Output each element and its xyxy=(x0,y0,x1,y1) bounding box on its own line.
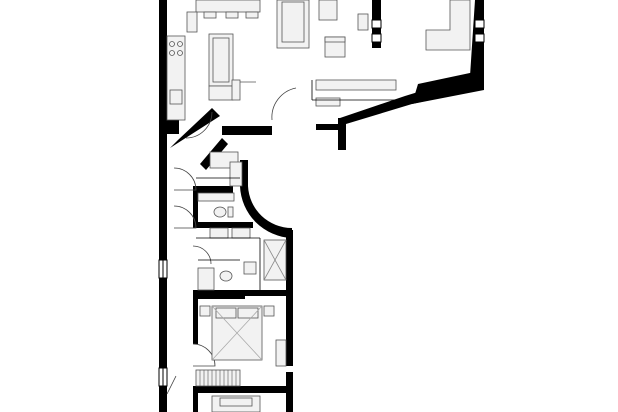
side-table xyxy=(357,13,369,31)
balcony-planter xyxy=(315,97,341,107)
hall-shelf xyxy=(229,161,243,187)
sofa-seat xyxy=(281,1,305,43)
kitchen-cabinet xyxy=(208,85,234,101)
window-column-b xyxy=(371,33,382,43)
bed-1-pillow-a xyxy=(215,307,237,319)
window-column-a xyxy=(371,19,382,29)
bedroom1-right-wall xyxy=(286,296,293,366)
wardrobe-hatching xyxy=(199,370,237,386)
stove-burner-4 xyxy=(177,50,183,56)
dining-chair-2 xyxy=(225,11,239,19)
exterior-wall-left-upper xyxy=(159,0,167,260)
hall-diagonal-wall xyxy=(170,108,220,148)
windows xyxy=(158,19,485,387)
curved-wall xyxy=(240,160,292,238)
bedroom1-top-wall-c xyxy=(245,290,293,296)
furniture xyxy=(166,0,471,412)
balcony-bench xyxy=(315,79,397,91)
washroom-toilet xyxy=(219,270,233,282)
washroom-sink xyxy=(243,261,257,275)
bath-left-wall xyxy=(193,186,198,222)
stove-burner-2 xyxy=(177,41,183,47)
corner-sofa xyxy=(425,0,471,51)
toilet xyxy=(213,206,227,218)
doors xyxy=(166,87,297,395)
door-swing-bedroom2 xyxy=(166,375,177,395)
washroom-top-wall xyxy=(193,222,253,228)
angled-wall-thick-wedge xyxy=(412,70,484,104)
bed-1-pillow-b xyxy=(237,307,259,319)
bedroom1-left-wall xyxy=(193,299,198,344)
kitchen-island-inner xyxy=(212,37,230,83)
bedroom2-right-wall xyxy=(286,372,293,412)
dining-table xyxy=(195,0,261,13)
bath-counter xyxy=(197,192,235,202)
stove-burner-1 xyxy=(169,41,175,47)
bedroom1-bottom-wall xyxy=(193,386,293,393)
balcony-wall-stub xyxy=(316,124,338,130)
door-swing-kitchen xyxy=(185,111,213,139)
armchair-back xyxy=(324,36,346,43)
walls xyxy=(159,0,484,412)
bath-top-wall xyxy=(193,186,233,193)
balcony-wall-block xyxy=(338,118,346,150)
washroom-vanity-a xyxy=(209,227,229,239)
washroom-vanity-b xyxy=(231,227,251,239)
window-column-d xyxy=(474,33,485,43)
stove-burner-3 xyxy=(169,50,175,56)
fridge xyxy=(231,79,241,101)
bedroom1-desk xyxy=(275,339,287,367)
kitchen-wall-stub xyxy=(167,120,179,134)
door-swing-entry xyxy=(271,87,297,121)
door-swing-bath xyxy=(173,205,197,229)
kitchen-sink xyxy=(169,89,183,105)
dining-chair-1 xyxy=(203,11,217,19)
exterior-wall-left-mid xyxy=(159,278,167,368)
exterior-wall-left-lower xyxy=(159,386,167,412)
wardrobe xyxy=(195,369,241,387)
window-column-c xyxy=(474,19,485,29)
bedroom1-top-wall-b xyxy=(219,290,245,299)
toilet-tank xyxy=(227,206,234,218)
kitchen-counter xyxy=(166,35,186,121)
door-swing-bedroom1 xyxy=(192,343,216,367)
dining-chair-3 xyxy=(245,11,259,19)
sideboard xyxy=(186,11,198,33)
door-swing-washroom xyxy=(192,245,212,265)
interior-lines xyxy=(196,80,400,290)
coffee-table xyxy=(318,0,338,21)
nightstand-2 xyxy=(263,305,275,317)
washroom-right-wall xyxy=(286,230,293,290)
bedroom2-left-wall xyxy=(193,393,198,412)
hall-wall-horizontal xyxy=(222,126,272,135)
bed-2-pillow xyxy=(219,397,253,407)
bedroom1-top-wall-a xyxy=(193,290,219,299)
door-swing-hall-1 xyxy=(173,167,197,191)
washroom-cabinet xyxy=(197,267,215,291)
nightstand-1 xyxy=(199,305,211,317)
